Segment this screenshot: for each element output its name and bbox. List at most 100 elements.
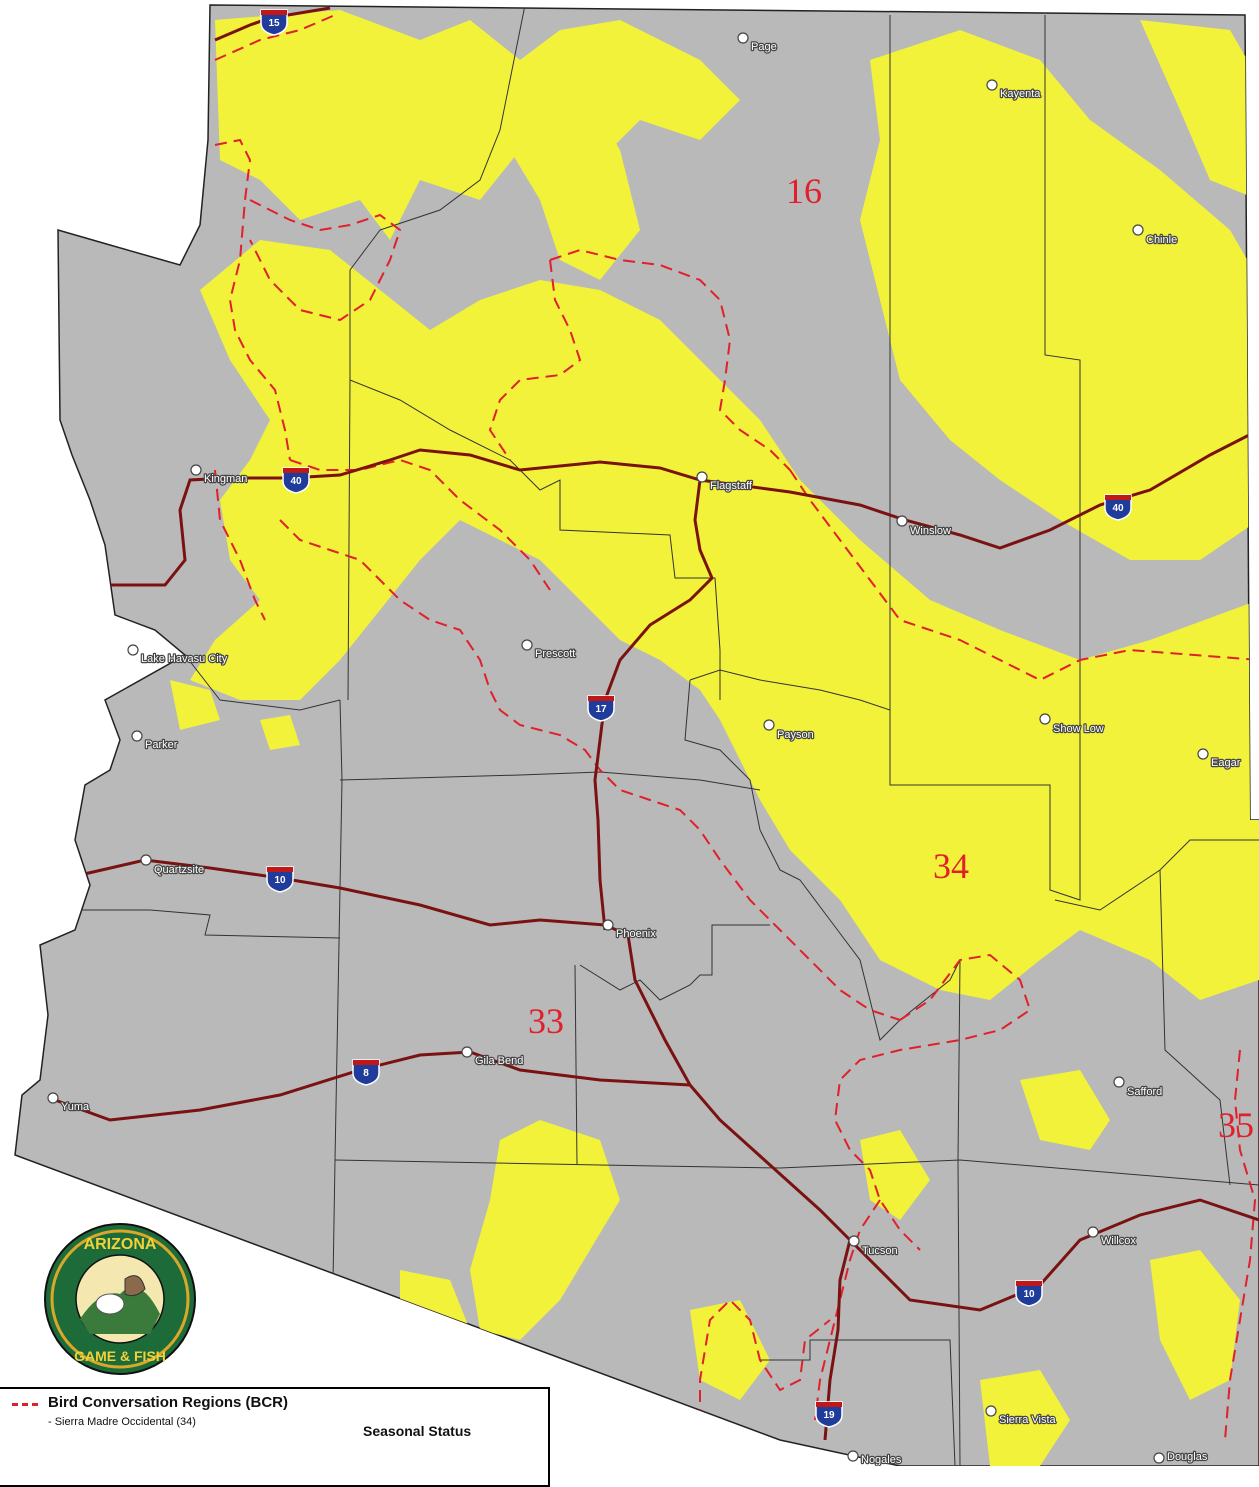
city-marker: Winslow xyxy=(896,515,952,538)
county-line xyxy=(349,379,721,700)
interstate-shield: 40 xyxy=(282,467,310,494)
habitat-area xyxy=(470,1120,620,1340)
county-line xyxy=(347,5,526,701)
city-marker: Eagar xyxy=(1197,748,1242,770)
interstate-number: 10 xyxy=(1023,1289,1035,1300)
city-marker: Show Low xyxy=(1039,713,1105,736)
logo-text-bottom: GAME & FISH xyxy=(74,1348,166,1364)
cities: Page Kayenta Chinle Kingman Flagstaff Wi… xyxy=(47,32,1242,1466)
city-marker: Kingman xyxy=(190,464,249,486)
bcr-label: 34 xyxy=(933,846,969,886)
bcr-boundary xyxy=(1224,1049,1257,1441)
interstate-number: 15 xyxy=(268,18,280,29)
interstate-number: 40 xyxy=(290,476,302,487)
interstate-number: 40 xyxy=(1112,503,1124,514)
county-line xyxy=(574,964,578,1166)
city-label: Winslow xyxy=(910,525,951,537)
city-marker: Page xyxy=(737,32,778,54)
interstate-shield: 40 xyxy=(1104,494,1132,521)
city-marker: Willcox xyxy=(1087,1226,1138,1248)
city-marker: Parker xyxy=(131,730,179,752)
city-label: Safford xyxy=(1127,1086,1162,1098)
bcr-boundary xyxy=(249,199,402,322)
interstate-number: 19 xyxy=(823,1410,835,1421)
city-marker: Sierra Vista xyxy=(985,1405,1058,1427)
bcr-boundary xyxy=(488,259,582,461)
bcr-line-swatch xyxy=(12,1403,38,1406)
county-line xyxy=(689,669,891,711)
interstate-number: 8 xyxy=(363,1068,369,1079)
highway-i8 xyxy=(54,1050,691,1122)
legend: Bird Conversation Regions (BCR) - Sierra… xyxy=(0,1387,550,1487)
city-label: Phoenix xyxy=(616,928,656,940)
logo-text-top: ARIZONA xyxy=(84,1236,157,1253)
county-line xyxy=(184,654,341,711)
city-marker: Phoenix xyxy=(602,919,657,941)
bcr-label: 35 xyxy=(1218,1105,1254,1145)
county-line xyxy=(339,771,761,791)
city-label: Gila Bend xyxy=(475,1055,523,1067)
interstate-shield: 8 xyxy=(352,1059,380,1086)
county-line xyxy=(579,924,770,1001)
city-marker: Chinle xyxy=(1132,224,1178,247)
county-line xyxy=(760,1339,956,1466)
city-label: Parker xyxy=(145,739,178,751)
interstate-shield: 19 xyxy=(815,1401,843,1428)
city-label: Willcox xyxy=(1101,1235,1136,1247)
city-label: Prescott xyxy=(535,648,575,660)
city-label: Show Low xyxy=(1053,723,1104,735)
highway-i10-west xyxy=(79,858,606,927)
legend-bcr-item: - Sierra Madre Occidental (34) xyxy=(48,1416,196,1428)
habitat-area xyxy=(1150,1250,1240,1400)
bcr-boundary xyxy=(289,458,551,591)
city-marker: Lake Havasu City xyxy=(127,644,229,666)
city-marker: Safford xyxy=(1113,1076,1163,1099)
city-marker: Quartzsite xyxy=(140,854,205,877)
city-label: Quartzsite xyxy=(154,864,204,876)
city-marker: Kayenta xyxy=(986,79,1042,101)
interstate-shields: 15 40 40 17 10 10 8 xyxy=(260,9,1132,1428)
city-label: Page xyxy=(751,41,777,53)
city-marker: Douglas xyxy=(1153,1450,1209,1464)
city-label: Chinle xyxy=(1146,234,1177,246)
county-line xyxy=(1159,869,1231,1186)
interstate-shield: 15 xyxy=(260,9,288,36)
highway-i40 xyxy=(105,428,1259,587)
city-label: Douglas xyxy=(1167,1451,1208,1463)
highway-i15 xyxy=(214,6,331,42)
bcr-boundary xyxy=(214,138,291,461)
city-marker: Prescott xyxy=(521,639,577,661)
habitat-area xyxy=(510,60,640,280)
habitat-area xyxy=(1140,20,1259,200)
city-label: Sierra Vista xyxy=(999,1414,1057,1426)
bcr-boundary xyxy=(699,1298,831,1440)
city-label: Lake Havasu City xyxy=(141,653,228,665)
city-marker: Gila Bend xyxy=(461,1046,525,1068)
interstate-shield: 10 xyxy=(1015,1280,1043,1307)
city-label: Kayenta xyxy=(1000,88,1041,100)
city-marker: Payson xyxy=(763,719,815,742)
city-label: Tucson xyxy=(862,1245,898,1257)
habitat-area xyxy=(170,680,220,730)
city-label: Kingman xyxy=(204,473,247,485)
county-line xyxy=(889,15,1081,901)
highway-i17 xyxy=(593,479,714,931)
habitat-area xyxy=(260,715,300,750)
city-marker: Flagstaff xyxy=(696,471,754,493)
habitat-area xyxy=(215,10,740,240)
habitat-areas xyxy=(170,10,1259,1466)
interstate-shield: 17 xyxy=(587,695,615,722)
bcr-labels: 16 33 34 35 xyxy=(528,171,1254,1145)
city-label: Yuma xyxy=(61,1101,90,1113)
habitat-area xyxy=(860,30,1259,560)
county-line xyxy=(334,1159,1259,1186)
city-label: Nogales xyxy=(861,1454,902,1466)
legend-seasonal-title: Seasonal Status xyxy=(363,1423,472,1439)
habitat-area xyxy=(190,240,1259,1000)
bcr-boundary xyxy=(279,519,901,1021)
city-label: Eagar xyxy=(1211,757,1241,769)
interstate-number: 17 xyxy=(595,704,607,715)
city-marker: Nogales xyxy=(847,1450,903,1466)
